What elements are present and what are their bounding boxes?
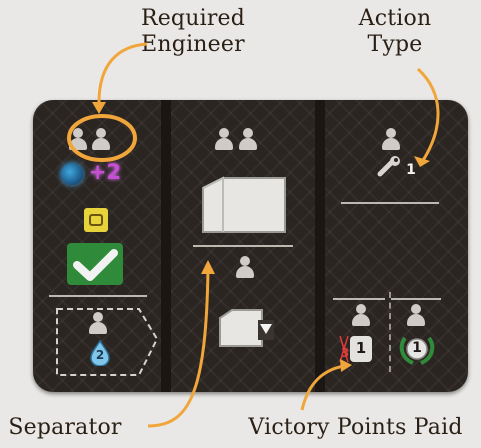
- action-type-arrowhead: [414, 156, 430, 167]
- mana-orb-icon: [61, 163, 83, 185]
- row-separator: [193, 245, 293, 247]
- victory-points-paid-label: Victory Points Paid: [248, 415, 463, 440]
- required-engineer-arrow: [97, 42, 148, 107]
- completed-check-icon: [67, 243, 123, 285]
- water-drop-icon: 2: [89, 339, 111, 367]
- column-separator: [161, 100, 171, 392]
- separator-label: Separator: [8, 415, 122, 440]
- engineer-icon: [238, 128, 258, 150]
- required-engineer-arrowhead: [92, 102, 106, 114]
- action-token-icon: [84, 208, 108, 232]
- engineer-icon: [88, 312, 108, 334]
- action-value: 1: [406, 162, 416, 178]
- engineer-icon: [406, 304, 426, 326]
- laurel-value: 1: [412, 340, 422, 356]
- row-separator: [391, 298, 441, 300]
- row-separator: [333, 298, 385, 300]
- engineer-icon: [235, 256, 255, 278]
- required-engineer-label: Required Engineer: [140, 6, 246, 57]
- wrench-icon: [376, 156, 404, 180]
- engineer-icon: [381, 128, 401, 150]
- water-value: 2: [95, 348, 105, 362]
- victory-points-arrow: [300, 364, 345, 411]
- column-separator: [389, 292, 391, 372]
- action-type-label: Action Type: [358, 6, 432, 57]
- action-card: +2 2 1 1 3 1: [33, 100, 468, 392]
- engineer-icon: [214, 128, 234, 150]
- victory-points-arrowhead: [340, 359, 352, 372]
- required-engineer-highlight: [67, 114, 137, 162]
- dam-elevation-icon: [218, 306, 276, 348]
- row-separator: [341, 202, 439, 204]
- separator-arrow: [147, 269, 210, 428]
- separator-arrowhead: [201, 260, 215, 274]
- laurel-icon: 1: [398, 332, 436, 366]
- vp-paid-value: 1: [355, 339, 367, 357]
- dam-base-icon: [201, 176, 287, 234]
- action-type-arrow: [416, 67, 440, 163]
- optional-slot-outline: [53, 305, 163, 380]
- column-separator: [315, 100, 325, 392]
- bonus-value: +2: [88, 160, 122, 184]
- engineer-icon: [91, 128, 111, 150]
- engineer-icon: [351, 304, 371, 326]
- row-separator: [49, 295, 147, 297]
